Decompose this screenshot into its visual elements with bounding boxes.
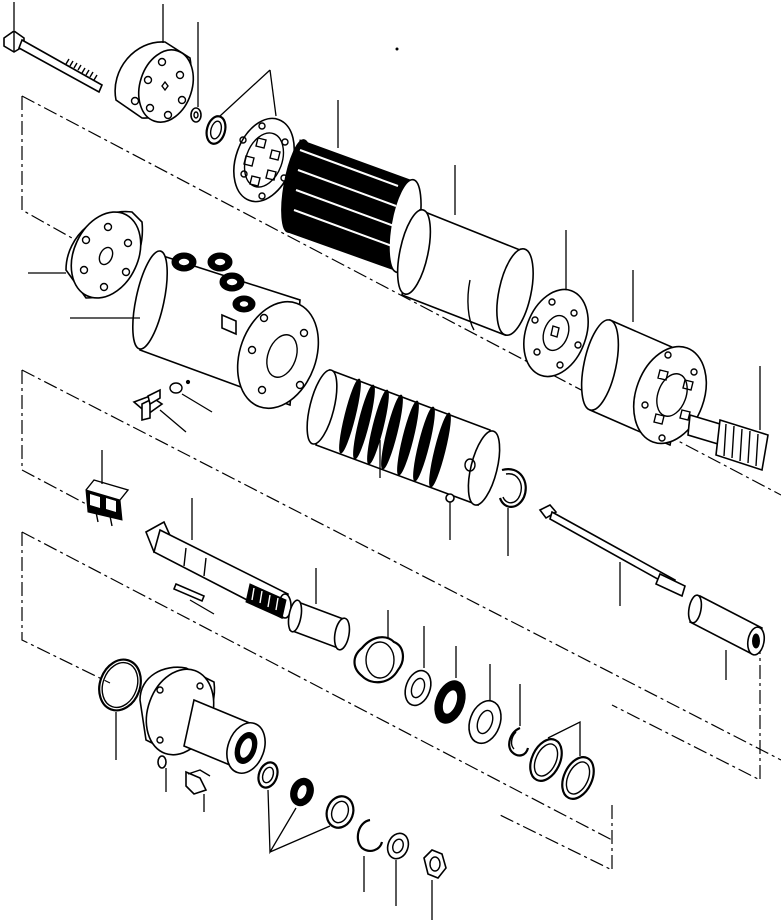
- flange-icon: [139, 666, 266, 774]
- race-icon: [468, 664, 502, 745]
- shaft-icon: [144, 498, 292, 620]
- drive-link-icon: [687, 366, 769, 472]
- snap-ring-icon: [508, 684, 530, 757]
- screw-icon: [185, 769, 211, 812]
- rod-icon: [538, 504, 686, 606]
- gerotor-icon: [281, 100, 422, 274]
- washer-icon: [404, 626, 432, 707]
- bolt-icon: [3, 2, 104, 94]
- housing-icon: [70, 250, 320, 410]
- wear-plate-icon: [28, 210, 144, 299]
- sleeve-icon: [396, 165, 534, 337]
- upper-assembly: [3, 2, 769, 606]
- seal-icon: [257, 761, 355, 855]
- ball-icon: [445, 493, 455, 540]
- snap-ring-icon: [205, 69, 271, 145]
- end-cap-icon: [114, 4, 195, 123]
- coupling-icon: [85, 450, 130, 527]
- retaining-ring-icon: [356, 818, 384, 892]
- valve-housing-icon: [580, 270, 708, 447]
- washer-icon: [386, 832, 410, 906]
- plug-icon: [132, 379, 213, 433]
- spool-icon: [306, 368, 501, 507]
- bearing-icon: [434, 646, 466, 724]
- o-ring-icon: [98, 658, 142, 760]
- sleeve-icon: [687, 594, 766, 680]
- backup-ring-icon: [529, 720, 595, 800]
- retaining-ring-icon: [498, 468, 527, 556]
- pin-icon: [172, 582, 215, 615]
- nut-icon: [423, 849, 447, 920]
- pin-icon: [157, 755, 167, 792]
- bushing-icon: [287, 568, 351, 651]
- lower-assembly: [98, 498, 766, 920]
- quad-seal-icon: [353, 610, 404, 684]
- seal-icon: [190, 22, 202, 123]
- distributor-plate-icon: [523, 230, 589, 378]
